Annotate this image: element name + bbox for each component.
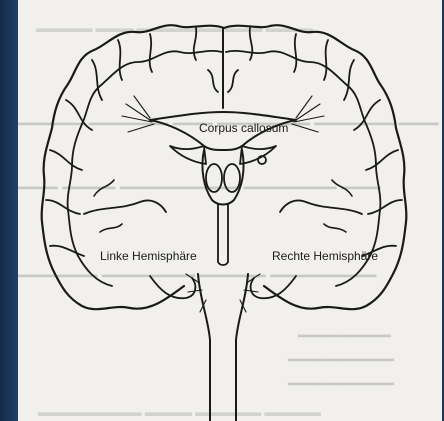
thalamus-right [224, 164, 240, 192]
sulcus-right [294, 34, 402, 256]
lateral-fissure-left [84, 200, 166, 214]
sulcus-left [46, 34, 152, 256]
insula-left [94, 180, 122, 232]
lateral-fissure-right [280, 200, 362, 214]
insula-right [324, 180, 352, 232]
lateral-ventricle-left [170, 146, 206, 164]
right-hemisphere-label: Rechte Hemisphäre [272, 249, 378, 263]
corpus-callosum-label: Corpus callosum [199, 121, 288, 135]
pons-fibres [186, 274, 260, 312]
hippocampus-right [251, 276, 296, 298]
brainstem [198, 274, 248, 421]
left-hemisphere-label: Linke Hemisphäre [100, 249, 197, 263]
central-structure [202, 150, 243, 205]
thalamus-left [206, 164, 222, 192]
third-ventricle [218, 204, 228, 265]
